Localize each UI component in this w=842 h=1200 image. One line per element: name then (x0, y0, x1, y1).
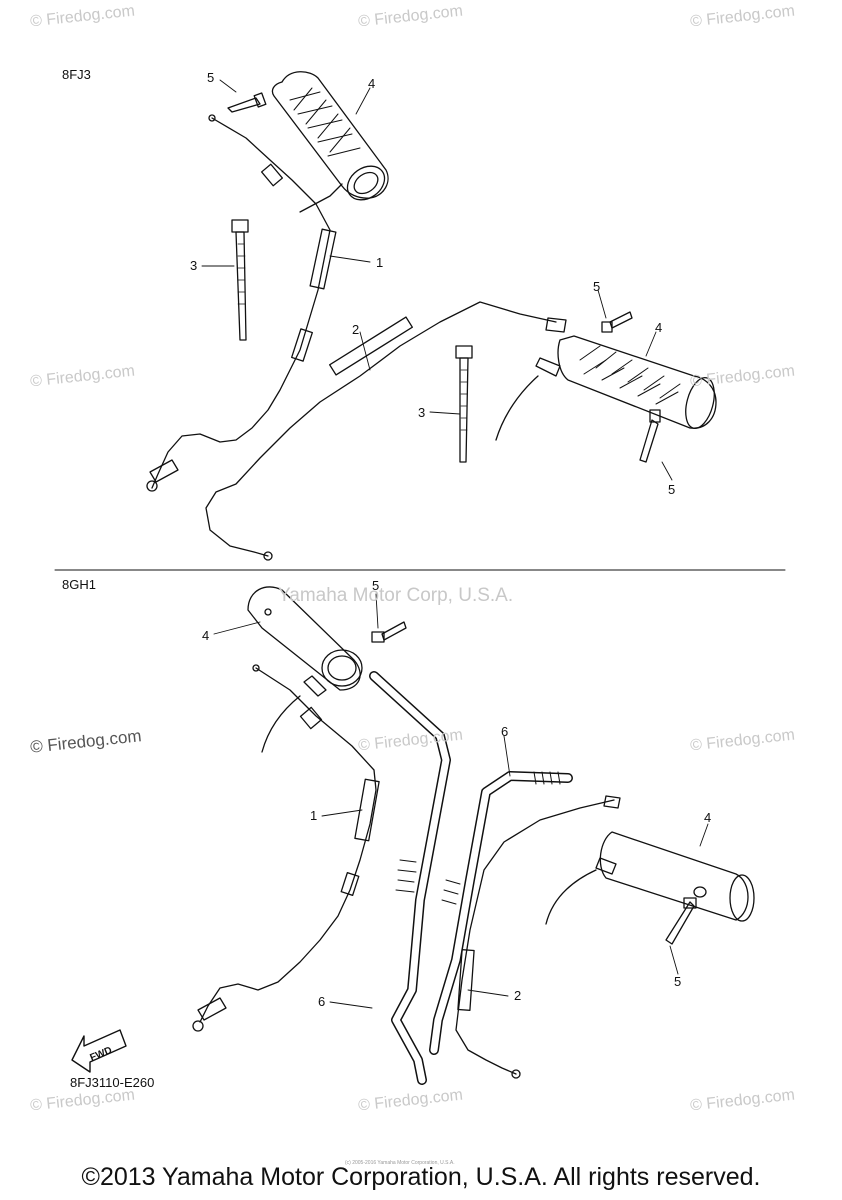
callout-label: 1 (310, 808, 318, 823)
cable-bottom (455, 795, 621, 1079)
bolt-bottom-upper (371, 621, 407, 643)
callout-label: 5 (207, 70, 215, 85)
bolt-top-left (227, 92, 267, 113)
callout-label: 3 (418, 405, 426, 420)
bolt-bottom-right (665, 897, 697, 945)
section-code-8gh1: 8GH1 (62, 577, 96, 592)
callout-label: 1 (376, 255, 384, 270)
grip-bottom-right (545, 831, 755, 925)
fwd-arrow-icon (71, 1029, 127, 1073)
copyright-footer: ©2013 Yamaha Motor Corporation, U.S.A. A… (81, 1163, 761, 1191)
callout-label: 4 (368, 76, 376, 91)
callout-label: 3 (190, 258, 198, 273)
callout-label: 4 (655, 320, 663, 335)
bolt-top-right-lower (639, 409, 661, 463)
grip-bottom-left (247, 586, 363, 697)
callout-label: 2 (514, 988, 522, 1003)
throttle-cable-top (146, 114, 343, 492)
callout-label: 4 (704, 810, 712, 825)
section-code-8fj3: 8FJ3 (62, 67, 91, 82)
handlebar-right (429, 771, 573, 1055)
bolt-top-right-upper (601, 311, 633, 333)
callout-label: 5 (674, 974, 682, 989)
callout-label: 5 (372, 578, 380, 593)
callout-label: 5 (593, 279, 601, 294)
callout-label: 6 (501, 724, 509, 739)
cable-tie-top-right (455, 345, 473, 463)
grip-top-left (271, 71, 389, 201)
callout-label: 4 (202, 628, 210, 643)
throttle-cable-bottom (192, 664, 380, 1032)
handlebar-center (369, 671, 451, 1085)
leader-lines (201, 79, 709, 1009)
diagram-code: 8FJ3110-E260 (70, 1075, 155, 1090)
callout-label: 6 (318, 994, 326, 1009)
callout-label: 5 (668, 482, 676, 497)
grip-top-right (495, 335, 717, 441)
cable-tie-top-left (231, 219, 249, 341)
cable-long-top (205, 301, 567, 561)
callout-label: 2 (352, 322, 360, 337)
fineprint: (c) 2005-2016 Yamaha Motor Corporation, … (345, 1160, 455, 1166)
center-watermark: Yamaha Motor Corp, U.S.A. (278, 585, 514, 606)
